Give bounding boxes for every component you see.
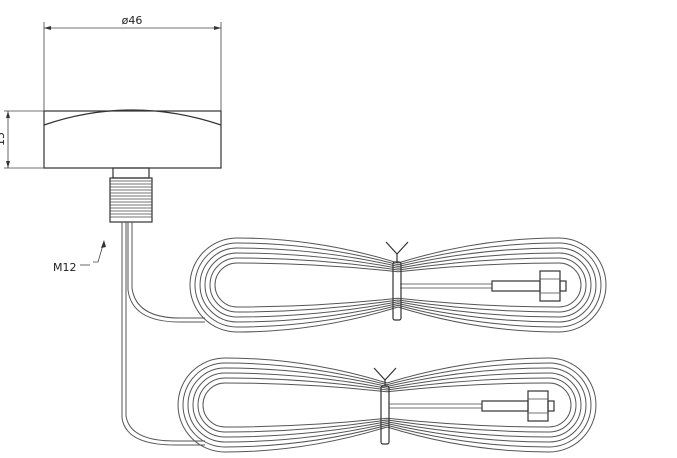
cable-tie-bottom xyxy=(373,367,397,445)
height-dimension: 15 xyxy=(0,110,44,169)
cable-leads xyxy=(121,222,205,446)
cable-coil-top xyxy=(189,237,607,333)
cable-coil-bottom xyxy=(177,357,597,453)
thread-callout: M12 xyxy=(53,240,106,274)
cable-tie-top xyxy=(385,241,409,321)
sma-connector-top xyxy=(400,270,567,302)
diameter-dimension: ø46 xyxy=(43,14,222,111)
antenna-housing xyxy=(43,109,222,169)
thread-label: M12 xyxy=(53,261,77,274)
sma-connector-bottom xyxy=(389,390,555,422)
diameter-label: ø46 xyxy=(122,14,143,27)
height-label: 15 xyxy=(0,132,7,146)
threaded-stem xyxy=(109,167,153,223)
